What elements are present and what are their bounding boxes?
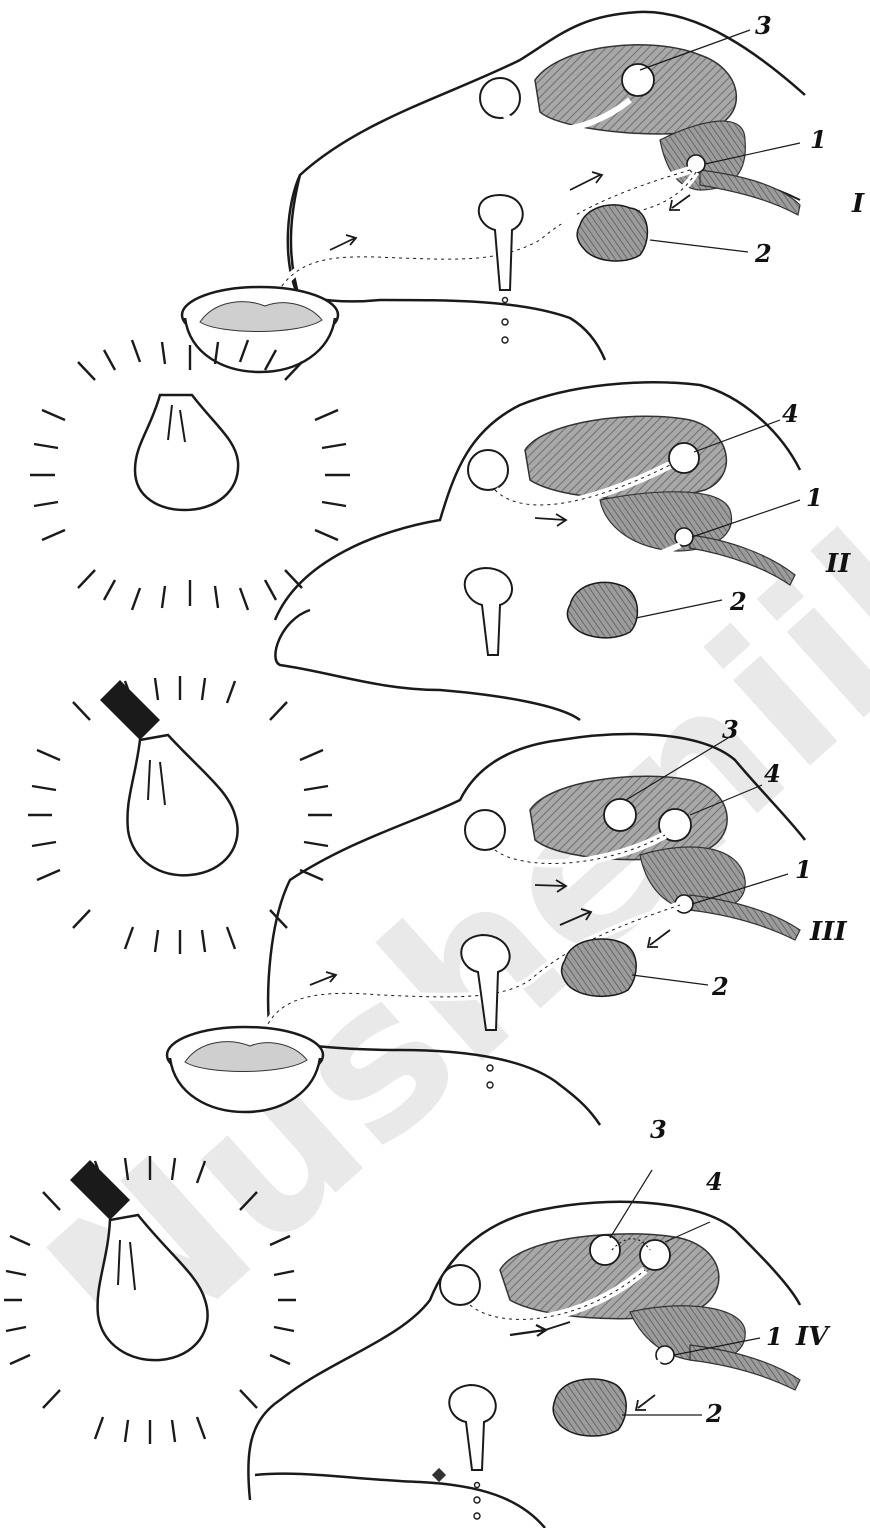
label-1: 1 bbox=[806, 483, 823, 512]
label-3: 3 bbox=[722, 715, 739, 744]
label-3: 3 bbox=[650, 1115, 667, 1144]
label-4: 4 bbox=[706, 1167, 723, 1196]
saliva-drop bbox=[503, 298, 508, 303]
label-1: 1 bbox=[795, 855, 812, 884]
label-1: 1 bbox=[766, 1322, 783, 1351]
food-center-3 bbox=[604, 799, 636, 831]
saliva-drop bbox=[475, 1483, 480, 1488]
eye bbox=[440, 1265, 480, 1305]
panel-number-II: II bbox=[825, 549, 851, 579]
panel-number-IV: IV bbox=[795, 1322, 831, 1352]
salivary-duct bbox=[479, 195, 523, 290]
arrow bbox=[570, 172, 602, 190]
visual-center-4 bbox=[640, 1240, 670, 1270]
label-3: 3 bbox=[755, 11, 772, 40]
food-center-3 bbox=[590, 1235, 620, 1265]
lamp-socket bbox=[100, 680, 160, 740]
salivary-gland-2 bbox=[553, 1379, 626, 1436]
label-4: 4 bbox=[764, 759, 781, 788]
label-4: 4 bbox=[782, 399, 799, 428]
eye bbox=[480, 78, 520, 118]
panel-number-I: I bbox=[851, 189, 865, 219]
label-2: 2 bbox=[729, 587, 747, 616]
leader-line bbox=[665, 1222, 710, 1242]
bulb bbox=[135, 395, 238, 510]
arrow bbox=[535, 514, 566, 526]
arrow bbox=[330, 235, 356, 250]
lamp-off bbox=[30, 340, 350, 610]
arrow bbox=[545, 1322, 570, 1330]
label-1: 1 bbox=[810, 125, 827, 154]
small-mark bbox=[432, 1468, 446, 1482]
spinal-cord bbox=[690, 1345, 800, 1390]
dog-jaw-outline bbox=[255, 1474, 545, 1528]
arrow bbox=[510, 1325, 546, 1336]
panel-number-III: III bbox=[809, 917, 847, 947]
arrow bbox=[636, 1395, 655, 1410]
saliva-drop bbox=[502, 337, 508, 343]
bulb bbox=[127, 735, 237, 875]
label-2: 2 bbox=[711, 972, 729, 1001]
dog-head-outline bbox=[275, 610, 580, 720]
leader-line bbox=[610, 1170, 652, 1238]
salivary-duct bbox=[465, 568, 512, 655]
salivary-gland-2 bbox=[577, 205, 647, 261]
eye bbox=[468, 450, 508, 490]
food-center-3 bbox=[622, 64, 654, 96]
food-bowl bbox=[182, 287, 338, 372]
lamp-on bbox=[28, 676, 332, 954]
panel-1: 3 1 2 I bbox=[182, 11, 865, 372]
saliva-drop bbox=[474, 1497, 480, 1503]
saliva-drop bbox=[502, 319, 508, 325]
label-2: 2 bbox=[754, 239, 772, 268]
label-2: 2 bbox=[705, 1399, 723, 1428]
visual-center-4 bbox=[669, 443, 699, 473]
salivary-duct bbox=[449, 1385, 496, 1470]
eye bbox=[465, 810, 505, 850]
salivary-gland-2 bbox=[567, 582, 637, 637]
leader-line bbox=[650, 240, 748, 252]
salivary-gland-2 bbox=[562, 939, 637, 996]
saliva-drop bbox=[474, 1513, 480, 1519]
